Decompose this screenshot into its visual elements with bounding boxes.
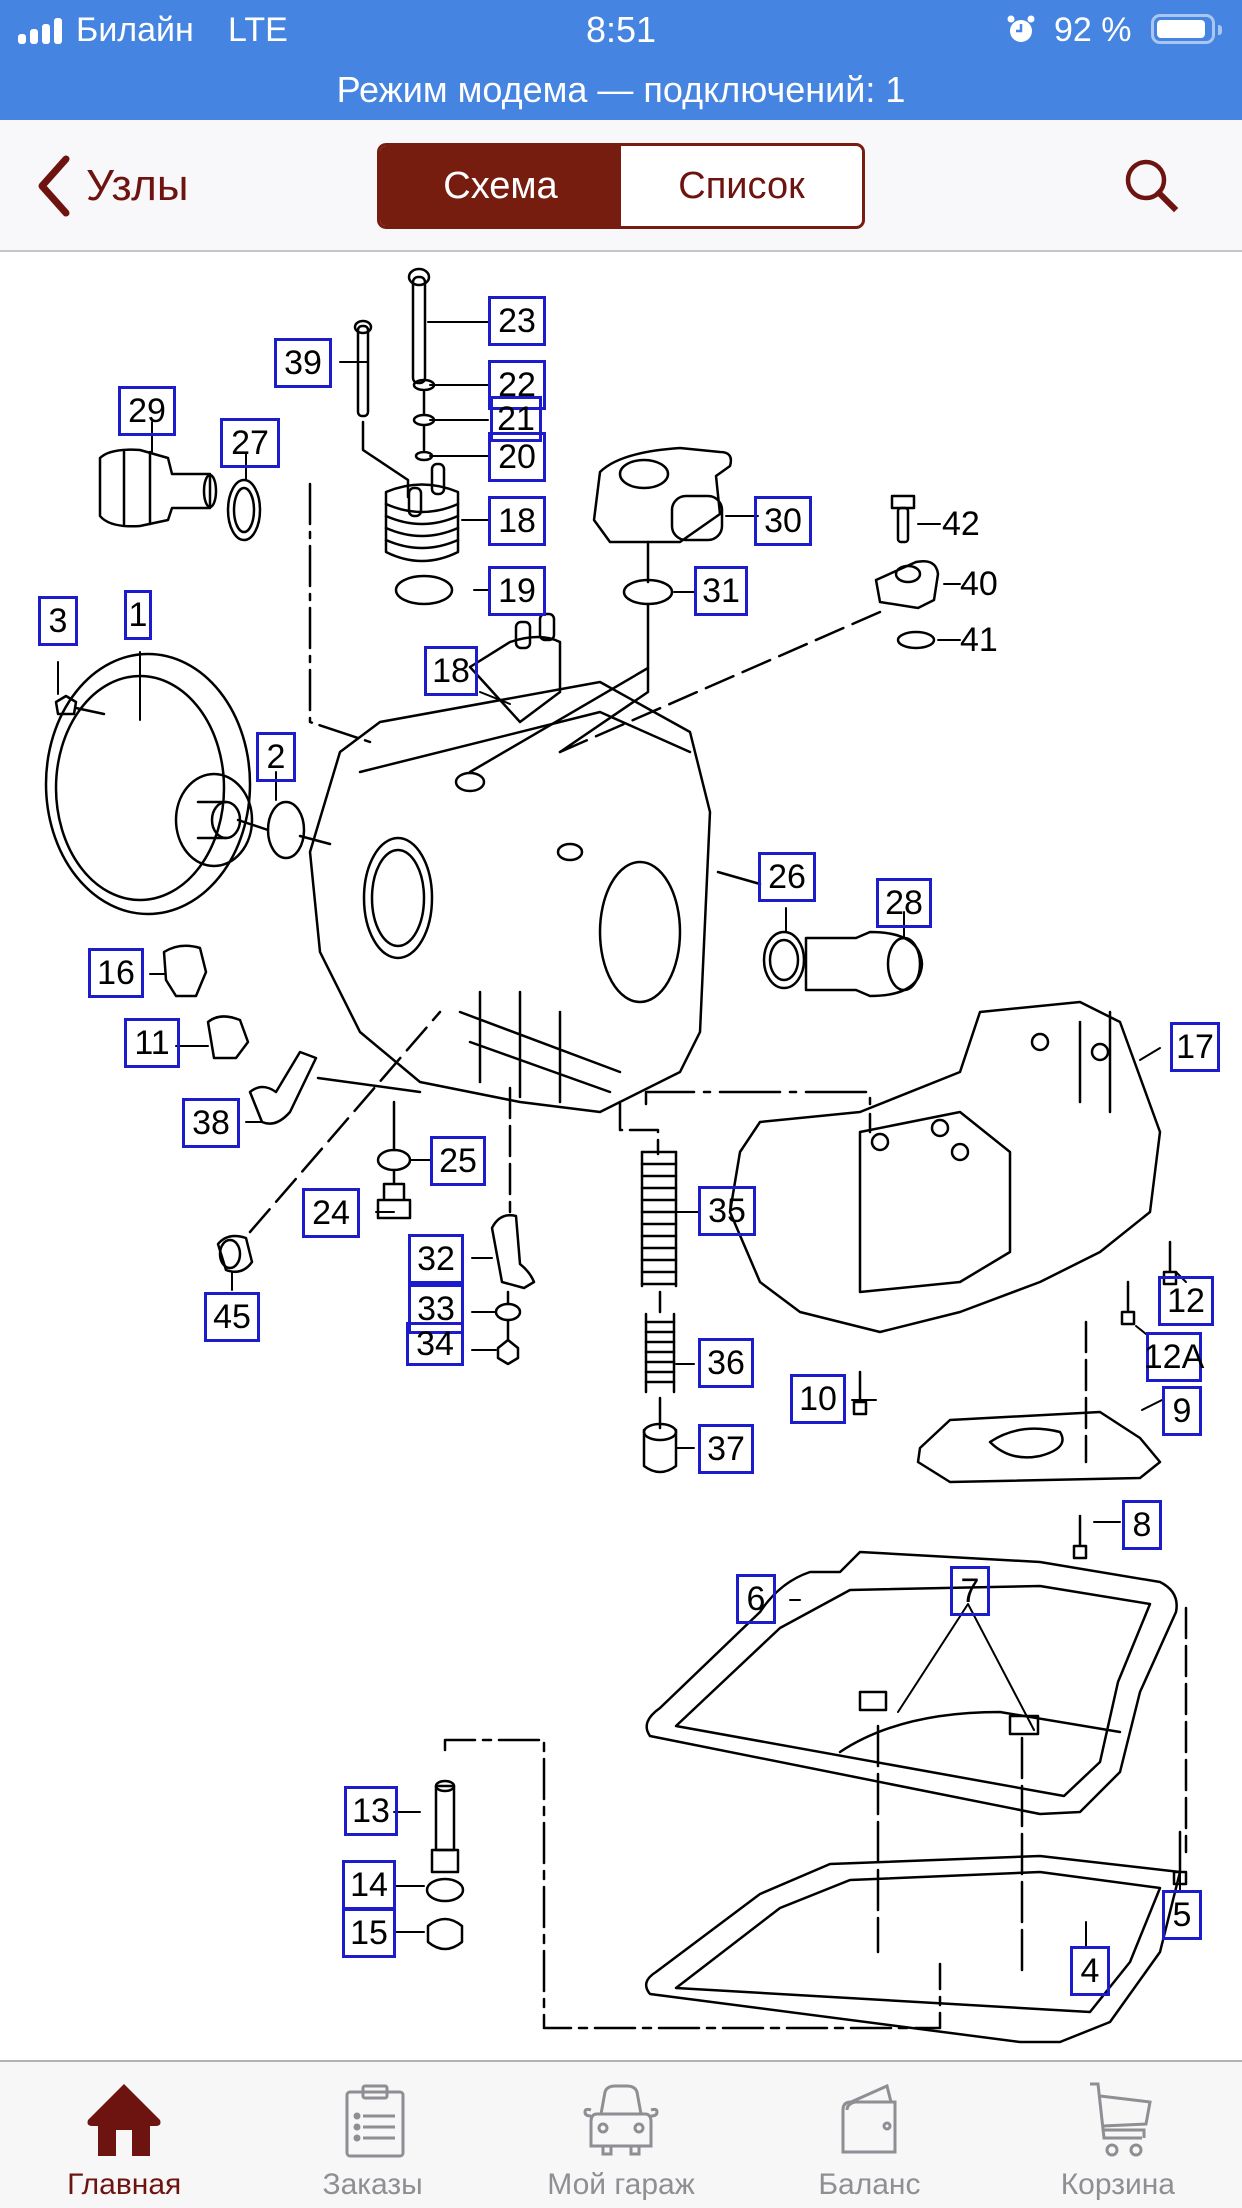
callout-6[interactable]: 6 [736, 1574, 776, 1624]
sensor-bracket [558, 494, 940, 754]
transmission-housing [308, 482, 762, 1114]
callout-36[interactable]: 36 [698, 1338, 754, 1388]
drain-plug-assembly [425, 1738, 942, 2030]
back-label: Узлы [86, 161, 189, 210]
segment-scheme[interactable]: Схема [380, 146, 621, 226]
callout-2[interactable]: 2 [256, 732, 296, 782]
oil-pan [644, 1550, 1188, 2044]
tab-bar: Главная Заказы Мой гараж Баланс [0, 2060, 1242, 2208]
back-button[interactable]: Узлы [34, 155, 189, 217]
navigation-bar: Узлы Схема Список [0, 120, 1242, 252]
callout-31[interactable]: 31 [694, 566, 748, 616]
callout-25[interactable]: 25 [430, 1136, 486, 1186]
callout-12[interactable]: 12 [1158, 1276, 1214, 1326]
tab-cart-label: Корзина [1060, 2168, 1175, 2201]
home-icon [87, 2084, 161, 2156]
exploded-view-drawing [44, 267, 1188, 2044]
tab-orders-label: Заказы [322, 2168, 423, 2201]
callout-13[interactable]: 13 [344, 1786, 398, 1836]
callout-30[interactable]: 30 [754, 496, 812, 546]
callout-24[interactable]: 24 [302, 1188, 360, 1238]
segment-list[interactable]: Список [678, 164, 805, 207]
callout-3[interactable]: 3 [38, 596, 78, 646]
callout-32[interactable]: 32 [408, 1234, 464, 1284]
callout-17[interactable]: 11 [124, 1018, 180, 1068]
callout-45[interactable]: 45 [204, 1292, 260, 1342]
tab-cart[interactable]: Корзина [994, 2062, 1242, 2208]
small-hardware [376, 1086, 536, 1366]
callout-10[interactable]: 10 [790, 1374, 846, 1424]
view-mode-segmented-control: Схема Список [377, 143, 865, 229]
callout-27[interactable]: 27 [220, 418, 280, 468]
callout-28[interactable]: 28 [876, 878, 932, 928]
clipboard-icon [345, 2084, 405, 2158]
clock: 8:51 [585, 9, 657, 50]
tab-balance-label: Баланс [818, 2168, 921, 2201]
hotspot-banner[interactable]: Режим модема — подключений: 1 [336, 69, 906, 110]
callout-9[interactable]: 9 [1162, 1386, 1202, 1436]
callout-21[interactable]: 21 [490, 396, 542, 442]
callout-19[interactable]: 19 [488, 566, 546, 616]
callout-26[interactable]: 26 [758, 852, 816, 902]
callout-5[interactable]: 5 [1162, 1890, 1202, 1940]
callout-35[interactable]: 35 [698, 1186, 756, 1236]
carrier-name: Билайн [76, 11, 194, 49]
tab-garage-label: Мой гараж [547, 2168, 695, 2201]
drive-flange-left [98, 448, 262, 542]
chevron-left-icon [38, 155, 70, 217]
tab-orders[interactable]: Заказы [248, 2062, 496, 2208]
search-icon[interactable] [1124, 158, 1184, 214]
callout-18-lower[interactable]: 18 [424, 646, 478, 696]
label-40[interactable]: 40 [960, 565, 998, 603]
tab-balance[interactable]: Баланс [745, 2062, 993, 2208]
tab-garage[interactable]: Мой гараж [497, 2062, 745, 2208]
callout-12a[interactable]: 12A [1144, 1332, 1204, 1382]
springs [618, 1100, 678, 1474]
callout-14[interactable]: 14 [342, 1860, 396, 1910]
status-bar: Билайн LTE 8:51 92 % Режим модема — подк… [0, 0, 1242, 120]
callout-4[interactable]: 4 [1070, 1946, 1110, 1996]
oil-filter [916, 1320, 1162, 1560]
label-42[interactable]: 42 [942, 505, 980, 543]
callout-38[interactable]: 38 [182, 1098, 240, 1148]
tab-home[interactable]: Главная [0, 2062, 248, 2208]
callout-20[interactable]: 20 [488, 432, 546, 482]
callout-8[interactable]: 8 [1122, 1500, 1162, 1550]
car-icon [583, 2084, 659, 2156]
alarm-icon [1007, 15, 1035, 42]
torque-converter [44, 652, 332, 916]
network-type: LTE [228, 11, 288, 49]
callout-34[interactable]: 34 [406, 1322, 464, 1366]
battery-percent: 92 % [1054, 11, 1132, 49]
callout-16[interactable]: 16 [88, 948, 144, 998]
drive-flange-right [762, 930, 924, 998]
label-41[interactable]: 41 [960, 621, 998, 659]
callout-18[interactable]: 18 [488, 496, 546, 546]
parts-diagram[interactable]: 23 39 22 21 20 29 27 18 30 19 31 3 1 18 … [0, 252, 1242, 2060]
callout-1[interactable]: 1 [124, 590, 152, 640]
callout-39[interactable]: 39 [274, 338, 332, 388]
battery-icon [1151, 14, 1222, 44]
tab-home-label: Главная [67, 2168, 182, 2201]
callout-7[interactable]: 7 [950, 1566, 990, 1616]
cart-icon [1089, 2082, 1152, 2157]
callout-29[interactable]: 29 [118, 386, 176, 436]
wallet-icon [841, 2083, 897, 2154]
callout-37[interactable]: 37 [698, 1424, 754, 1474]
oil-cooler-assembly [353, 267, 460, 606]
callout-11[interactable]: 17 [1170, 1022, 1220, 1072]
callout-33[interactable]: 33 [408, 1284, 464, 1334]
valve-body [644, 1000, 1178, 1416]
signal-strength-icon [18, 18, 68, 44]
callout-15[interactable]: 15 [342, 1908, 396, 1958]
callout-23[interactable]: 23 [488, 296, 546, 346]
